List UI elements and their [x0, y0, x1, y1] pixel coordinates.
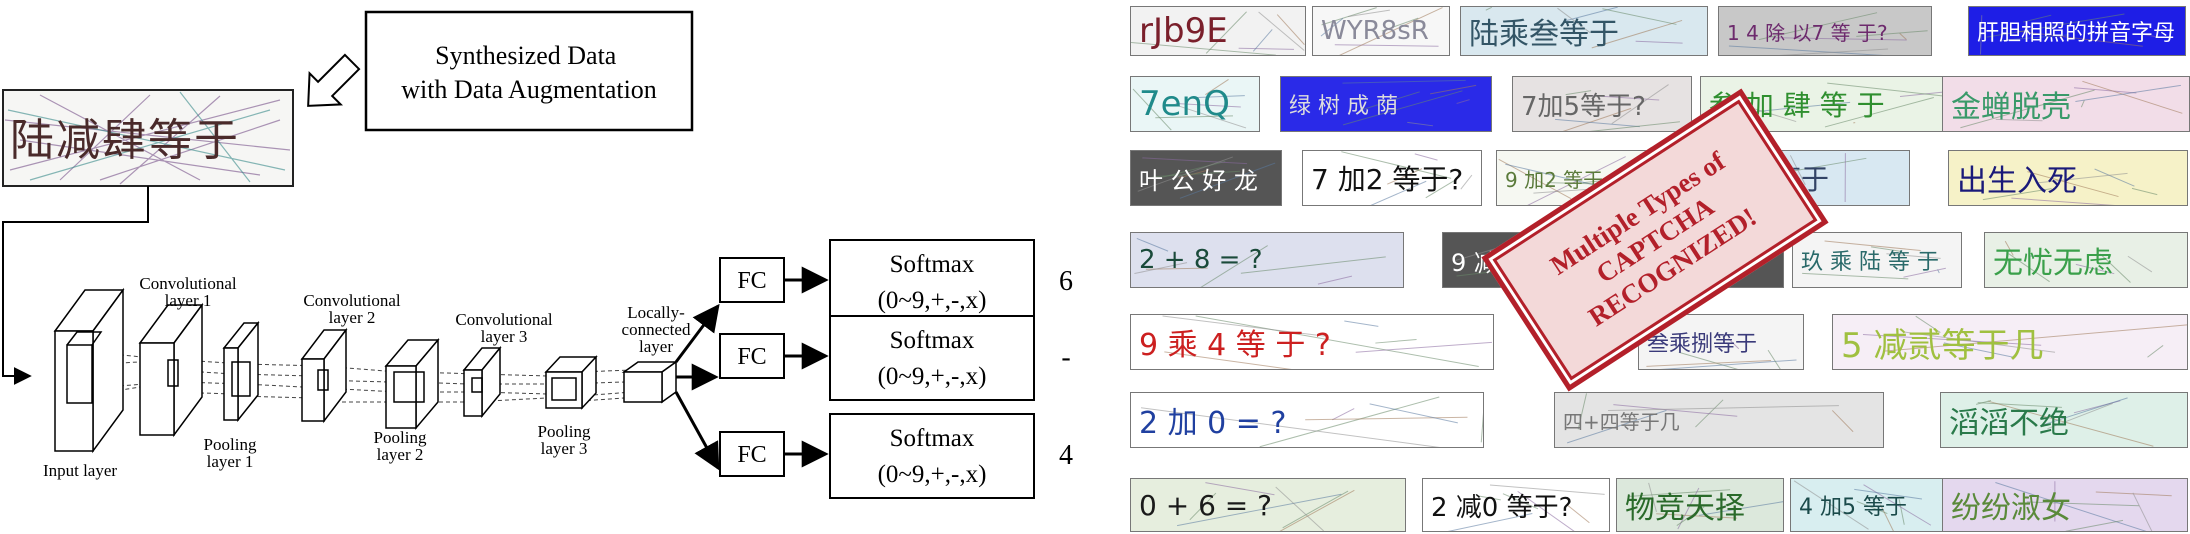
softmax-title-2: Softmax: [890, 327, 975, 354]
captcha-sample: 滔滔不绝: [1940, 392, 2188, 448]
arrow-to-fc-3: [674, 391, 720, 471]
input-layer-block: [53, 287, 125, 454]
hollow-arrow-icon: [307, 53, 361, 107]
captcha-sample: 2 + 8 = ?: [1130, 232, 1404, 288]
softmax-classes-3: (0~9,+,-,x): [878, 461, 987, 488]
captcha-sample: 陆乘叁等于: [1460, 6, 1708, 56]
captcha-text: WYR8sR: [1321, 16, 1429, 46]
softmax-classes-2: (0~9,+,-,x): [878, 363, 987, 390]
softmax-title-1: Softmax: [890, 251, 975, 278]
captcha-sample: 5 减贰等于几: [1832, 314, 2188, 370]
captcha-text: 金蝉脱壳: [1951, 90, 2071, 125]
captcha-text: 无忧无虑: [1993, 246, 2113, 281]
output-head-2: FC Softmax (0~9,+,-,x) -: [719, 315, 1071, 401]
captcha-text: 2 减0 等于?: [1431, 492, 1573, 523]
captcha-text: 纷纷淑女: [1951, 491, 2071, 526]
captcha-sample: rJb9E: [1130, 6, 1306, 56]
projection-lines: [69, 351, 633, 403]
input-sample-captcha: 陆减肆等于: [2, 89, 294, 187]
captcha-sample: 玖 乘 陆 等 于: [1792, 232, 1962, 288]
pooling-layer-1-block: [222, 320, 260, 423]
captcha-text: 玖 乘 陆 等 于: [1801, 250, 1939, 275]
captcha-sample: 叶 公 好 龙: [1130, 150, 1282, 206]
captcha-text: 肝胆相照的拼音字母: [1977, 21, 2176, 46]
conv-layer-3-block: [462, 345, 502, 419]
captcha-sample: 金蝉脱壳: [1942, 76, 2190, 132]
captcha-sample: 出生入死: [1948, 150, 2188, 206]
output-char-2: -: [1061, 342, 1070, 373]
fc-box-3: [719, 431, 785, 477]
input-sample-text: 陆减肆等于: [10, 115, 240, 166]
captcha-sample: 0 + 6 = ?: [1130, 478, 1406, 532]
conv-layer-1-block: [138, 302, 204, 438]
pooling-layer-2-block: [384, 337, 440, 431]
output-char-3: 4: [1059, 440, 1073, 471]
captcha-text: 绿 树 成 荫: [1289, 94, 1398, 119]
captcha-sample: 9 乘 4 等 于 ?: [1130, 314, 1494, 370]
captcha-sample: 7加5等于?: [1512, 76, 1692, 132]
output-char-1: 6: [1059, 266, 1073, 297]
fc-label-3: FC: [737, 442, 766, 468]
captcha-sample: 4 加5 等于: [1790, 478, 1944, 532]
captcha-sample: 绿 树 成 荫: [1280, 76, 1492, 132]
captcha-text: 滔滔不绝: [1949, 406, 2069, 441]
captcha-sample: WYR8sR: [1312, 6, 1450, 56]
captcha-text: 叶 公 好 龙: [1139, 166, 1258, 195]
captcha-text: 7enQ: [1139, 84, 1230, 124]
output-head-1: FC Softmax (0~9,+,-,x) 6: [719, 239, 1073, 325]
softmax-box-2: [829, 315, 1035, 401]
cnn-architecture-panel: Synthesized Data with Data Augmentation …: [2, 10, 1073, 499]
captcha-text: 1 4 除 以7 等 于?: [1727, 20, 1888, 45]
architecture-diagram: Synthesized Data with Data Augmentation …: [2, 10, 1073, 499]
captcha-text: 9 乘 4 等 于 ?: [1139, 328, 1331, 363]
captcha-sample: 无忧无虑: [1984, 232, 2188, 288]
arrow-to-fc-1: [674, 303, 720, 363]
captcha-text: 7加5等于?: [1521, 91, 1646, 122]
fc-label-2: FC: [737, 344, 766, 370]
captcha-text: 7 加2 等于?: [1311, 163, 1464, 196]
captcha-sample: 肝胆相照的拼音字母: [1968, 6, 2186, 56]
synth-data-label: Synthesized Data with Data Augmentation: [401, 41, 657, 104]
captcha-sample: 纷纷淑女: [1942, 478, 2188, 532]
captcha-sample: 7 加2 等于?: [1302, 150, 1482, 206]
fc-box-2: [719, 333, 785, 379]
captcha-text: 四+四等于几: [1563, 409, 1680, 434]
output-head-3: FC Softmax (0~9,+,-,x) 4: [719, 413, 1073, 499]
captcha-text: 0 + 6 = ?: [1139, 488, 1273, 522]
fc-label-1: FC: [737, 268, 766, 294]
captcha-text: 陆乘叁等于: [1469, 17, 1619, 52]
captcha-text: 5 减贰等于几: [1841, 325, 2044, 366]
captcha-text: 4 加5 等于: [1799, 495, 1907, 520]
captcha-text: 2 + 8 = ?: [1139, 245, 1263, 275]
softmax-classes-1: (0~9,+,-,x): [878, 287, 987, 314]
captcha-text: rJb9E: [1139, 11, 1228, 51]
captcha-text: 出生入死: [1957, 164, 2077, 199]
pooling-layer-3-block: [544, 355, 598, 410]
input-connector: [2, 186, 149, 385]
captcha-text: 物竞天择: [1625, 491, 1745, 526]
captcha-text: 叁乘捌等于: [1647, 332, 1758, 357]
label-input-layer: Input layer: [43, 461, 117, 480]
locally-connected-block: [621, 360, 679, 404]
softmax-title-3: Softmax: [890, 425, 975, 452]
captcha-sample: 7enQ: [1130, 76, 1260, 132]
output-heads: FCSoftmax(0~9,+,-,x)6FCSoftmax(0~9,+,-,x…: [719, 239, 1073, 499]
captcha-sample: 1 4 除 以7 等 于?: [1718, 6, 1932, 56]
softmax-box-3: [829, 413, 1035, 499]
conv-layer-2-block: [300, 327, 348, 424]
captcha-sample: 四+四等于几: [1554, 392, 1884, 448]
captcha-sample: 2 加 0 = ?: [1130, 392, 1484, 448]
captcha-sample: 2 减0 等于?: [1422, 478, 1610, 532]
synth-data-box: [364, 10, 694, 132]
captcha-sample: 物竞天择: [1616, 478, 1784, 532]
captcha-text: 2 加 0 = ?: [1139, 406, 1287, 441]
